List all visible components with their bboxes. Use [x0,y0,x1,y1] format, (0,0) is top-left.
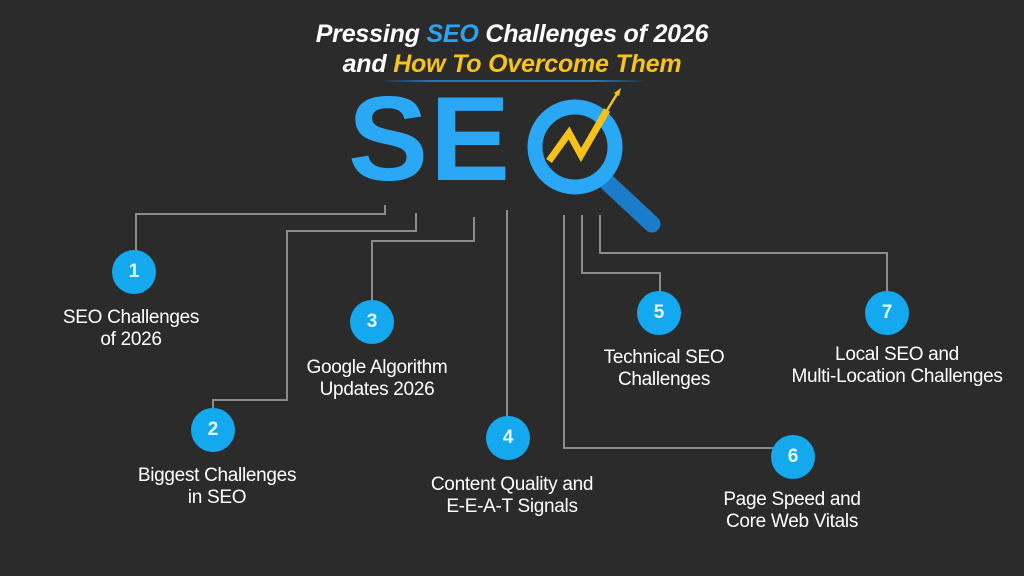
label-line: Technical SEO [603,347,725,368]
badge-2: 2 [191,408,235,452]
label-line: Core Web Vitals [725,511,859,532]
label-biggest-challenges: Biggest Challenges in SEO [67,465,367,509]
seo-logo-letters: SE [348,72,513,206]
label-line: Updates 2026 [319,379,435,400]
magnifier-with-growth-chart-icon [527,88,661,233]
connector-2 [212,213,417,410]
label-line: Page Speed and [723,489,861,510]
title-line-2: and How To Overcome Them [0,49,1024,79]
title-underline-divider [380,80,648,82]
title-text: Challenges of 2026 [478,20,709,48]
label-line: of 2026 [100,329,162,350]
label-line: in SEO [187,487,247,508]
title-text: Pressing [315,20,427,48]
label-line: E-E-A-T Signals [446,496,578,517]
title-highlight-overcome: How To Overcome Them [393,50,682,78]
badge-7: 7 [865,291,909,335]
label-google-algorithm: Google Algorithm Updates 2026 [227,357,527,401]
badge-6: 6 [771,435,815,479]
label-technical-seo: Technical SEO Challenges [514,347,814,391]
label-line: Biggest Challenges [137,465,297,486]
connector-6 [563,215,773,449]
label-local-seo: Local SEO and Multi-Location Challenges [747,344,1024,388]
label-content-quality: Content Quality and E-E-A-T Signals [362,474,662,518]
title-highlight-seo: SEO [426,20,479,48]
badge-3: 3 [350,300,394,344]
connector-5 [581,215,661,293]
label-page-speed: Page Speed and Core Web Vitals [642,489,942,533]
badge-1: 1 [112,250,156,294]
title-text: and [342,50,394,78]
connector-3 [371,217,475,302]
label-line: Challenges [617,369,711,390]
label-line: Local SEO and [835,344,959,365]
title-line-1: Pressing SEO Challenges of 2026 [0,19,1024,49]
label-line: SEO Challenges [62,307,200,328]
connector-7 [599,215,888,293]
badge-5: 5 [637,291,681,335]
label-line: Google Algorithm [306,357,448,378]
connector-1 [135,205,386,252]
label-seo-challenges-2026: SEO Challenges of 2026 [0,307,281,351]
page-title: Pressing SEO Challenges of 2026 and How … [0,19,1024,79]
badge-4: 4 [486,416,530,460]
label-line: Multi-Location Challenges [791,366,1003,387]
label-line: Content Quality and [430,474,594,495]
